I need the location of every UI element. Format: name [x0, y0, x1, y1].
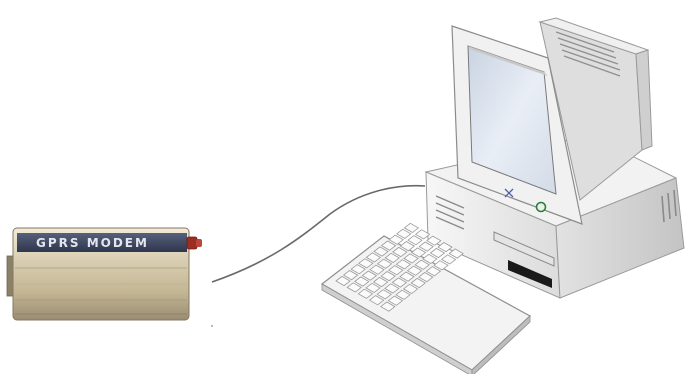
modem-label: GPRS MODEM [36, 236, 149, 250]
desktop-computer-icon [426, 18, 684, 298]
power-button-icon [537, 203, 546, 212]
gprs-modem-icon: GPRS MODEM [7, 228, 213, 327]
antenna-connector [187, 237, 197, 249]
